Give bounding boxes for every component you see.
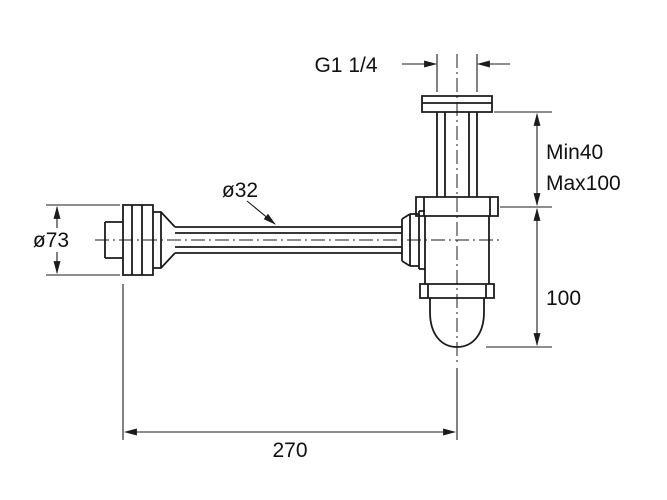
max-height-label: Max100 — [546, 172, 621, 195]
thread-size-label: G1 1/4 — [314, 54, 377, 77]
overall-length-label: 270 — [272, 439, 307, 462]
dim-body-height: 100 — [486, 207, 581, 348]
dim-min-max-height: Min40 Max100 — [494, 111, 621, 208]
bottle-body — [401, 196, 499, 348]
inlet-pipe — [436, 112, 478, 197]
dim-flange-diameter: ø73 — [33, 204, 120, 276]
centerlines — [95, 54, 503, 362]
flange-rosette — [122, 204, 154, 276]
inlet-flange — [421, 95, 493, 197]
wall-flange — [104, 204, 176, 276]
wall-stub — [104, 221, 123, 259]
pipe-walls — [175, 226, 402, 254]
flange-diameter-label: ø73 — [33, 229, 69, 252]
bottom-cup — [429, 298, 485, 348]
dim-overall-length: 270 — [122, 284, 458, 462]
siphon-outline — [104, 95, 499, 348]
min-height-label: Min40 — [546, 141, 603, 164]
flange-dia-extension-lines — [46, 204, 120, 276]
horizontal-pipe — [175, 226, 402, 254]
minmax-extension-lines — [494, 111, 552, 208]
top-flange — [421, 95, 493, 113]
dim-thread: G1 1/4 — [314, 54, 510, 92]
side-coupling-nut — [401, 210, 425, 270]
dimensions: G1 1/4 Min40 Max100 100 ø73 — [33, 54, 621, 462]
pipe-dia-leader-line — [246, 200, 276, 225]
body-cylinder — [424, 216, 490, 284]
pipe-diameter-label: ø32 — [222, 179, 258, 202]
body-height-label: 100 — [546, 287, 581, 310]
thread-extension-lines — [436, 54, 478, 92]
dim-pipe-diameter: ø32 — [222, 179, 276, 225]
flange-cap-nut — [153, 211, 176, 269]
bottom-ring-nut — [419, 283, 495, 299]
overall-length-extension-lines — [122, 284, 458, 440]
top-nut — [415, 196, 499, 217]
